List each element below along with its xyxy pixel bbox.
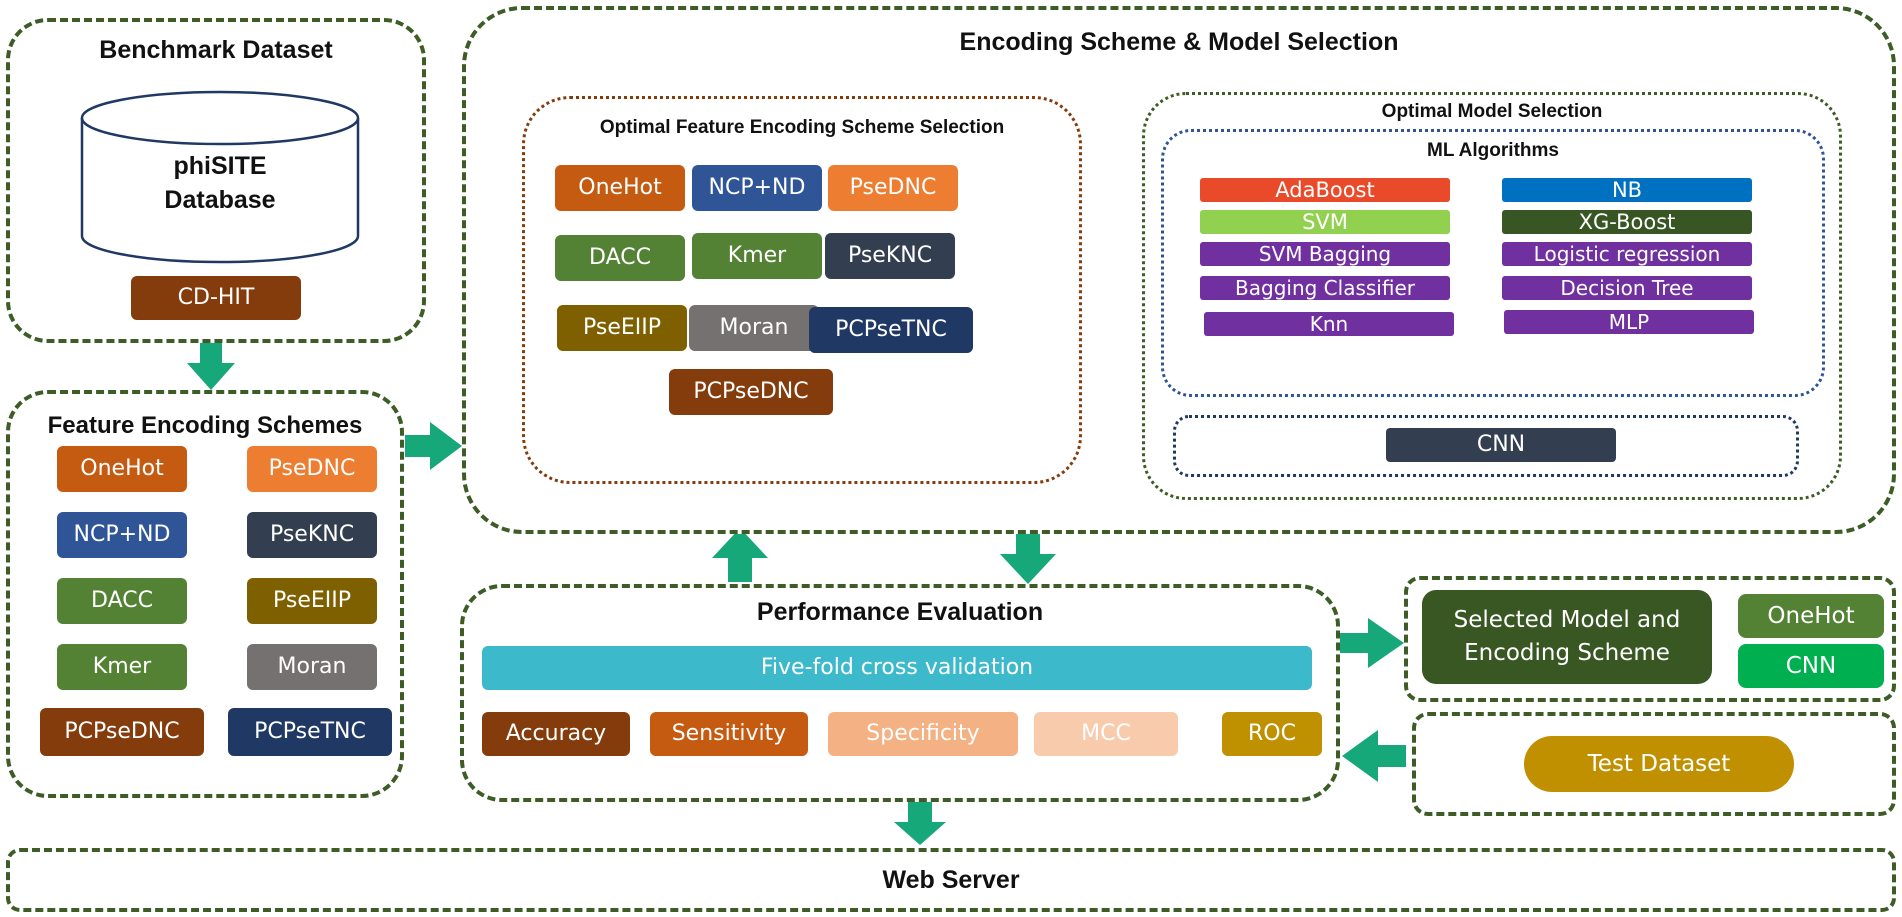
ml-chip-logistic-regression: Logistic regression (1502, 242, 1752, 266)
metric-chip-accuracy: Accuracy (482, 712, 630, 756)
ml-chip-knn: Knn (1204, 312, 1454, 336)
feature-chip-pseknc: PseKNC (247, 512, 377, 558)
test-dataset-panel: Test Dataset (1412, 712, 1896, 816)
selected-model-box: Selected Model and Encoding Scheme (1422, 590, 1712, 684)
database-cylinder-icon (80, 90, 360, 264)
metric-chip-roc: ROC (1222, 712, 1322, 756)
feature-encoding-title: Feature Encoding Schemes (47, 412, 363, 439)
feature-encoding-panel: Feature Encoding Schemes OneHot PseDNC N… (6, 390, 404, 798)
five-fold-cv-bar: Five-fold cross validation (482, 646, 1312, 690)
opt-chip-onehot: OneHot (555, 165, 685, 211)
arrow-benchmark-to-feature (187, 343, 235, 390)
opt-chip-ncpnd: NCP+ND (692, 165, 822, 211)
feature-chip-moran: Moran (247, 644, 377, 690)
arrow-performance-to-webserver (894, 802, 946, 845)
opt-chip-pcpsetnc: PCPseTNC (809, 307, 973, 353)
encoding-model-title: Encoding Scheme & Model Selection (959, 28, 1399, 56)
opt-chip-pseeiip: PseEIIP (557, 305, 687, 351)
opt-chip-pseknc: PseKNC (825, 233, 955, 279)
ml-chip-svm: SVM (1200, 210, 1450, 234)
optimal-feature-title: Optimal Feature Encoding Scheme Selectio… (599, 117, 1005, 138)
web-server-title: Web Server (882, 866, 1020, 894)
feature-chip-onehot: OneHot (57, 446, 187, 492)
feature-chip-ncpnd: NCP+ND (57, 512, 187, 558)
metric-chip-mcc: MCC (1034, 712, 1178, 756)
selected-model-panel: Selected Model and Encoding Scheme OneHo… (1404, 576, 1896, 702)
feature-chip-kmer: Kmer (57, 644, 187, 690)
opt-chip-kmer: Kmer (692, 233, 822, 279)
ml-chip-svm-bagging: SVM Bagging (1200, 242, 1450, 266)
arrow-encoding-to-performance (1000, 528, 1056, 584)
selected-encoding-chip: OneHot (1738, 594, 1884, 638)
arrow-feature-to-encoding (405, 422, 462, 470)
feature-chip-pseeiip: PseEIIP (247, 578, 377, 624)
cnn-chip: CNN (1386, 428, 1616, 462)
ml-chip-adaboost: AdaBoost (1200, 178, 1450, 202)
selected-model-line2: Encoding Scheme (1464, 640, 1670, 666)
optimal-model-panel: Optimal Model Selection ML Algorithms Ad… (1142, 92, 1842, 500)
performance-evaluation-panel: Performance Evaluation Five-fold cross v… (460, 584, 1340, 802)
opt-chip-dacc: DACC (555, 235, 685, 281)
metric-chip-sensitivity: Sensitivity (650, 712, 808, 756)
cnn-panel: CNN (1173, 415, 1799, 477)
ml-chip-xgboost: XG-Boost (1502, 210, 1752, 234)
feature-chip-pcpsednc: PCPseDNC (40, 708, 204, 756)
ml-algorithms-title: ML Algorithms (1427, 140, 1559, 161)
arrow-test-to-performance (1342, 730, 1406, 782)
ml-algorithms-panel: ML Algorithms AdaBoost NB SVM XG-Boost S… (1161, 129, 1825, 397)
database-label-line2: Database (164, 186, 276, 214)
feature-chip-psednc: PseDNC (247, 446, 377, 492)
test-dataset-pill: Test Dataset (1524, 736, 1794, 792)
encoding-model-panel: Encoding Scheme & Model Selection Optima… (462, 6, 1896, 534)
optimal-model-title: Optimal Model Selection (1381, 101, 1603, 122)
feature-chip-dacc: DACC (57, 578, 187, 624)
cdhit-chip: CD-HIT (131, 276, 301, 320)
metric-chip-specificity: Specificity (828, 712, 1018, 756)
database-label-line1: phiSITE (173, 152, 267, 180)
ml-chip-mlp: MLP (1504, 310, 1754, 334)
ml-chip-decision-tree: Decision Tree (1502, 276, 1752, 300)
benchmark-dataset-title: Benchmark Dataset (99, 36, 333, 64)
ml-chip-bagging-classifier: Bagging Classifier (1200, 276, 1450, 300)
opt-chip-moran: Moran (689, 305, 819, 351)
ml-chip-nb: NB (1502, 178, 1752, 202)
optimal-feature-panel: Optimal Feature Encoding Scheme Selectio… (522, 96, 1082, 484)
feature-chip-pcpsetnc: PCPseTNC (228, 708, 392, 756)
web-server-panel: Web Server (6, 848, 1896, 912)
arrow-performance-to-encoding (712, 528, 768, 582)
performance-evaluation-title: Performance Evaluation (756, 598, 1044, 626)
benchmark-dataset-panel: Benchmark Dataset phiSITE Database CD-HI… (6, 18, 426, 343)
selected-model-line1: Selected Model and (1453, 606, 1681, 633)
opt-chip-psednc: PseDNC (828, 165, 958, 211)
opt-chip-pcpsednc: PCPseDNC (669, 369, 833, 415)
selected-cnn-chip: CNN (1738, 644, 1884, 688)
arrow-performance-to-selected (1340, 618, 1404, 668)
